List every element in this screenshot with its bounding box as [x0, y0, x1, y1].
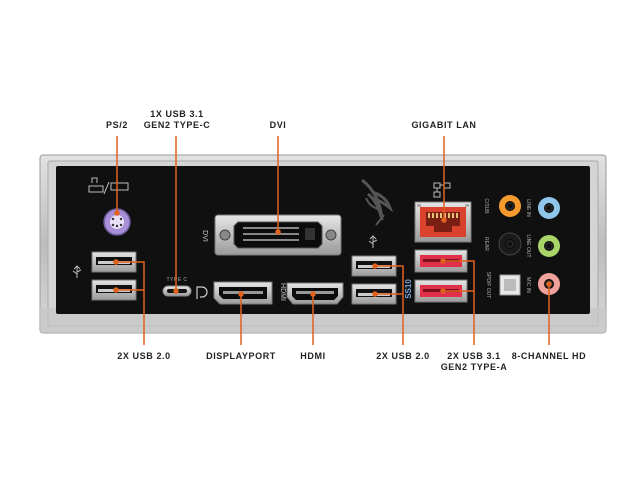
dvi-panel-label: DVI [201, 230, 208, 242]
callout-usb31-type-c-line1: 1X USB 3.1 [141, 109, 213, 120]
callout-gigabit-lan: GIGABIT LAN [404, 120, 484, 131]
line-out-panel-label: LINE OUT [525, 234, 531, 257]
callout-usb31-type-a-line1: 2X USB 3.1 [438, 351, 510, 362]
callout-hdmi: HDMI [293, 351, 333, 362]
superspeed-label: SS10 [404, 279, 413, 299]
hdmi-panel-label: HDMI [279, 283, 286, 301]
callout-displayport: DISPLAYPORT [201, 351, 281, 362]
callout-8-channel-audio: 8-CHANNEL HD [509, 351, 589, 362]
callout-usb31-type-a: 2X USB 3.1 GEN2 TYPE-A [438, 351, 510, 373]
callout-usb31-type-a-line2: GEN2 TYPE-A [438, 362, 510, 373]
line-in-panel-label: LINE IN [525, 199, 531, 217]
spdif-out-panel-label: SPDIF OUT [485, 272, 491, 299]
callout-ps2: PS/2 [97, 120, 137, 131]
mic-in-panel-label: MIC IN [525, 277, 531, 293]
callout-dvi: DVI [258, 120, 298, 131]
type-c-panel-label: TYPE C [166, 277, 187, 283]
callout-usb31-type-c: 1X USB 3.1 GEN2 TYPE-C [141, 109, 213, 131]
callout-usb31-type-c-line2: GEN2 TYPE-C [141, 120, 213, 131]
callout-usb20-right: 2X USB 2.0 [369, 351, 437, 362]
superspeed-icon: SS10 [404, 279, 413, 299]
rear-panel-label: REAR [483, 237, 489, 251]
spdif-out-port [500, 275, 520, 295]
c-sub-panel-label: C/SUB [483, 198, 489, 214]
callout-usb20-left: 2X USB 2.0 [110, 351, 178, 362]
